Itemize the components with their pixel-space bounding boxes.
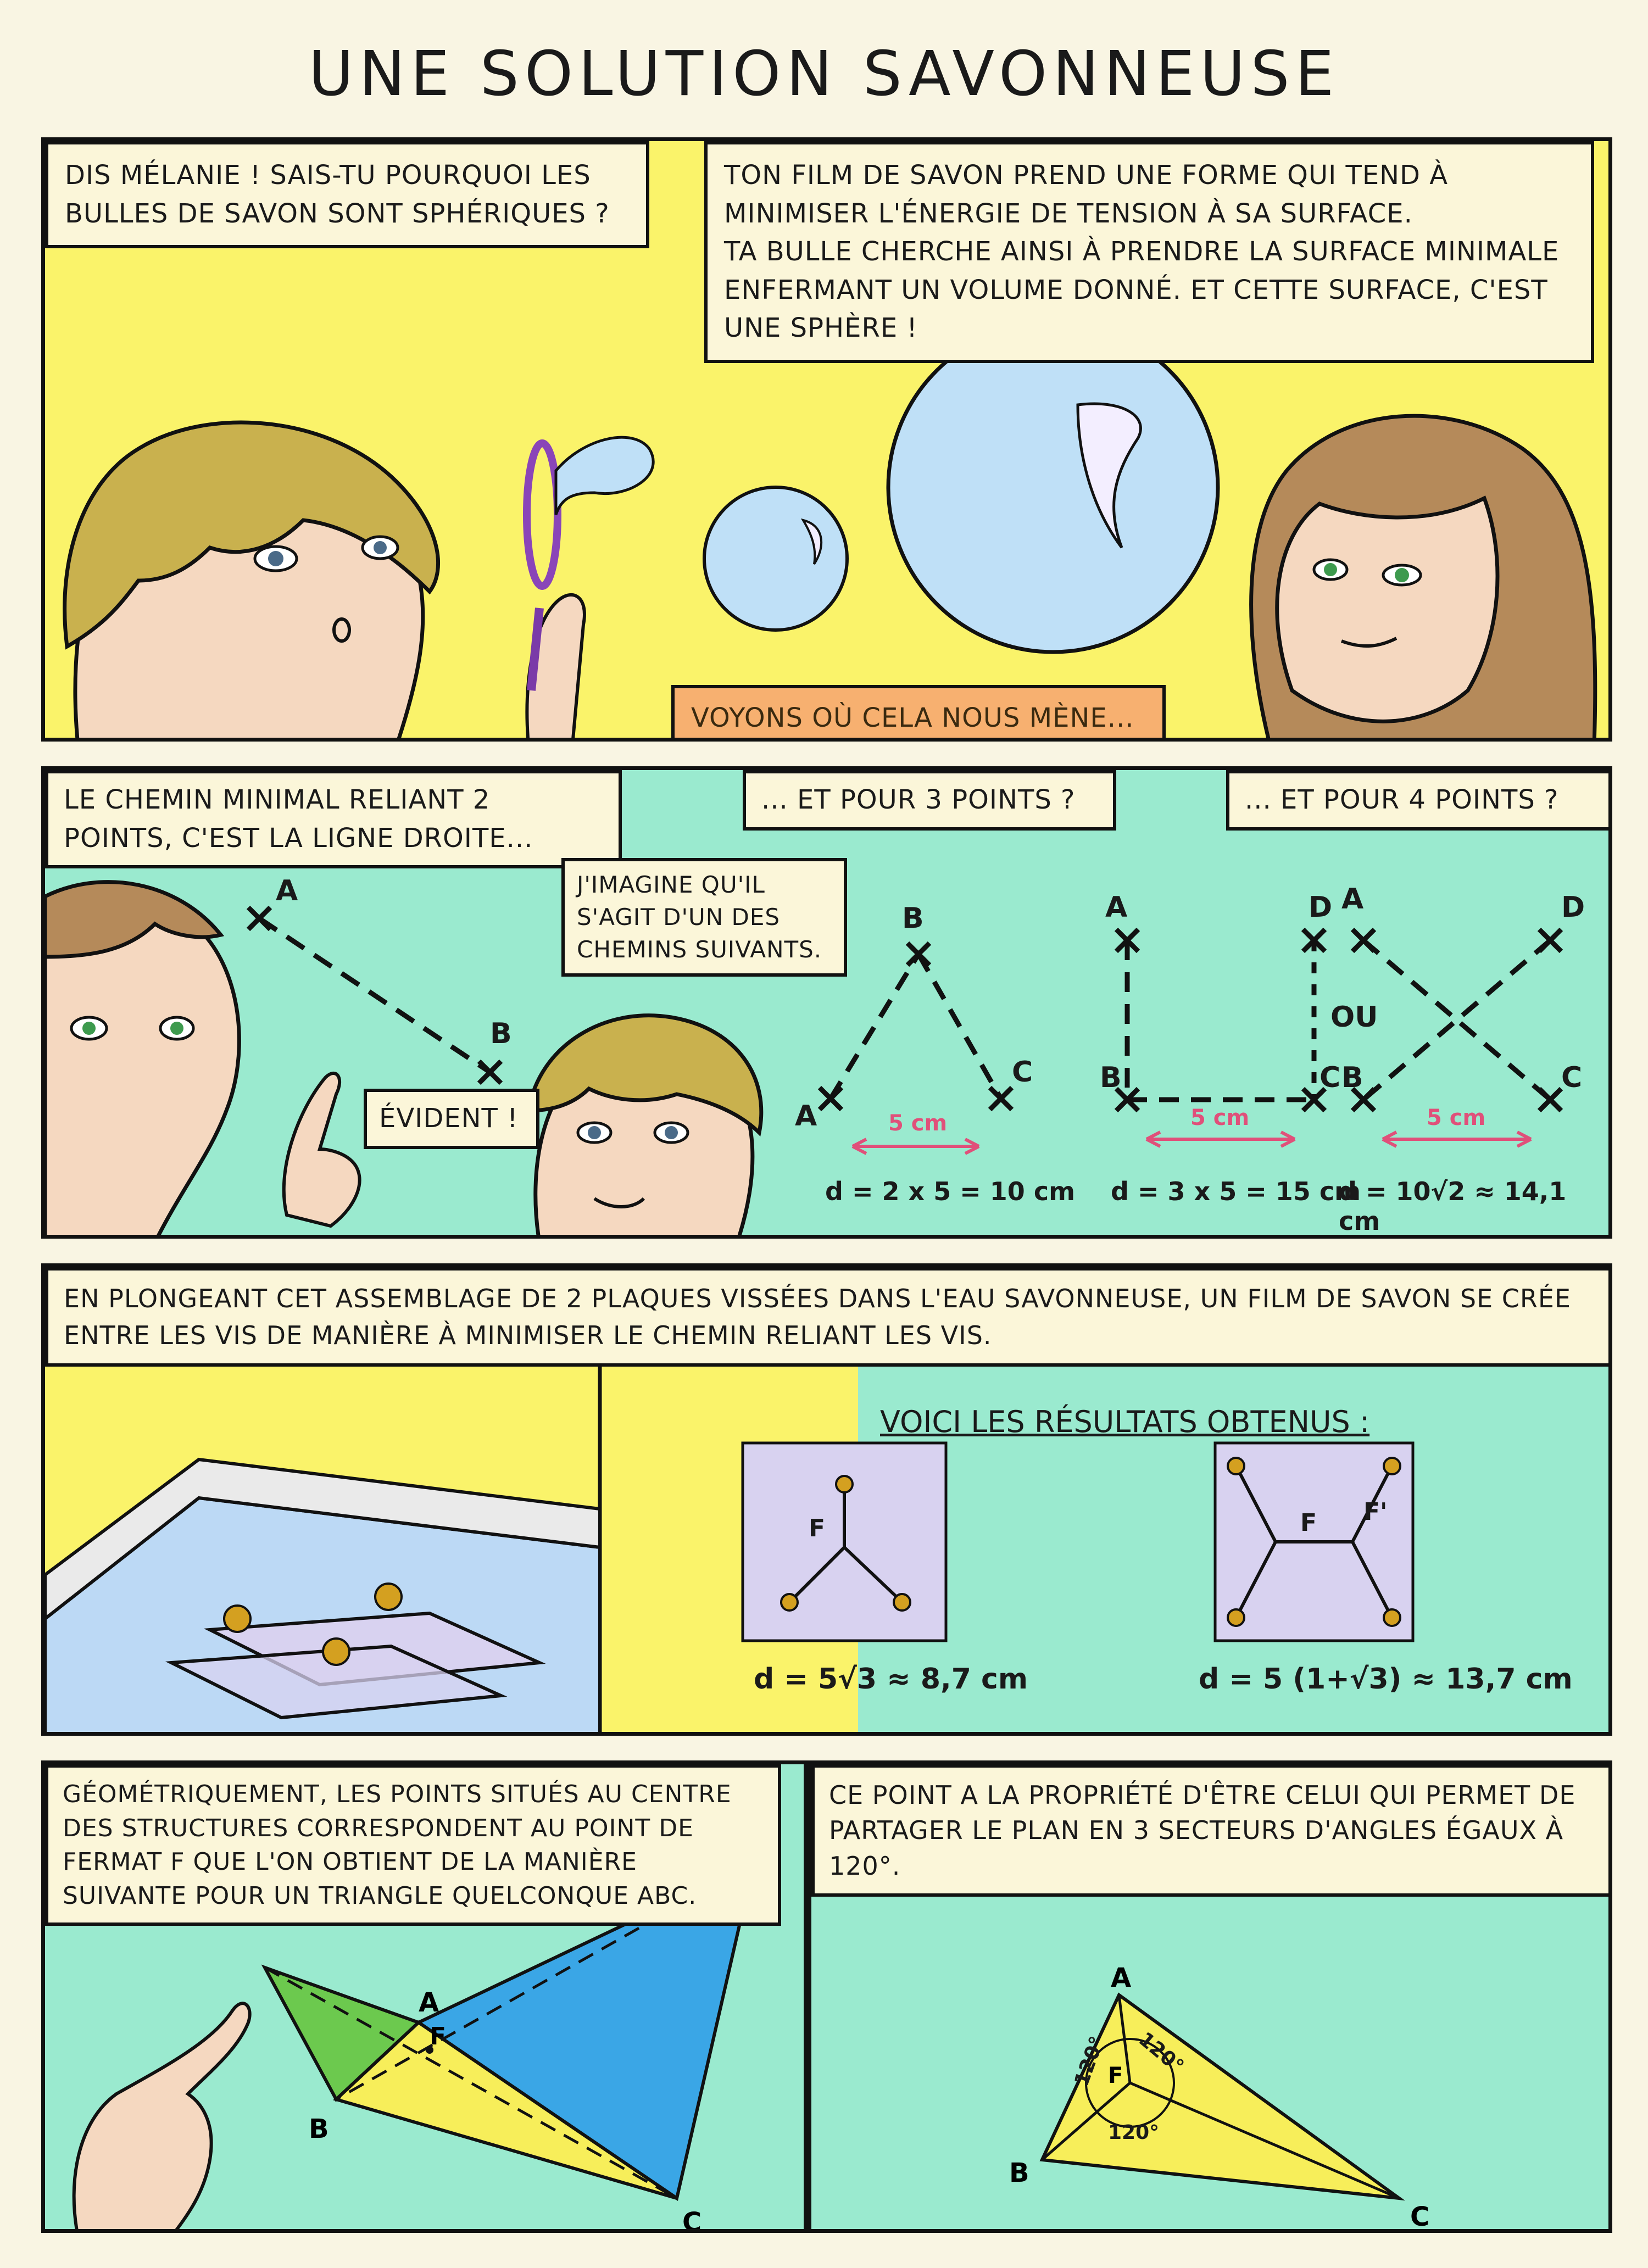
result-three-screws — [741, 1441, 948, 1642]
boy-figure-2 — [526, 1013, 764, 1235]
fermat-label-4b: F' — [1363, 1498, 1388, 1526]
formula-u: d = 3 x 5 = 15 cm — [1111, 1177, 1361, 1206]
vertex-b-label-2: B — [1009, 2158, 1029, 2188]
vertex-a-label-2: A — [1111, 1963, 1131, 1993]
point-b-tri: B — [902, 902, 924, 935]
soap-film-caption: EN PLONGEANT CET ASSEMBLAGE DE 2 PLAQUES… — [45, 1267, 1608, 1367]
length-label-u: 5 cm — [1190, 1105, 1250, 1130]
page-title: UNE SOLUTION SAVONNEUSE — [308, 38, 1340, 110]
boy-figure — [63, 420, 586, 738]
point-a-x: A — [1341, 883, 1364, 916]
panel-bubbles: DIS MÉLANIE ! SAIS-TU POURQUOI LES BULLE… — [41, 137, 1612, 742]
speech-bubble-girl-line-1: TON FILM DE SAVON PREND UNE FORME QUI TE… — [724, 160, 1449, 229]
speech-bubble-2points: LE CHEMIN MINIMAL RELIANT 2 POINTS, C'ES… — [45, 770, 622, 869]
speech-bubble-girl: TON FILM DE SAVON PREND UNE FORME QUI TE… — [704, 141, 1594, 363]
fermat-construction-art: A B C F — [72, 1860, 756, 2233]
vertex-a-label: A — [419, 1987, 439, 2018]
u-path — [1114, 927, 1327, 1148]
fermat-point-label-2: F — [1108, 2063, 1123, 2088]
fermat-label-4a: F — [1300, 1509, 1317, 1537]
formula-triangle: d = 2 x 5 = 10 cm — [825, 1177, 1076, 1206]
speech-bubble-evident: ÉVIDENT ! — [364, 1089, 539, 1149]
fermat-triangles — [261, 1860, 756, 2201]
point-b-2seg: B — [490, 1017, 512, 1050]
panel-paths: LE CHEMIN MINIMAL RELIANT 2 POINTS, C'ES… — [41, 766, 1612, 1239]
vertex-b-label: B — [309, 2114, 329, 2144]
fermat-point-label: F — [430, 2022, 446, 2050]
point-c-tri: C — [1012, 1056, 1033, 1089]
length-label-x: 5 cm — [1427, 1105, 1486, 1130]
results-title: VOICI LES RÉSULTATS OBTENUS : — [880, 1405, 1370, 1439]
point-d-x: D — [1561, 891, 1585, 924]
angle-label-bottom: 120° — [1108, 2121, 1160, 2144]
point-a-u: A — [1105, 891, 1128, 924]
girl-figure-2 — [45, 880, 361, 1235]
formula-4-screws: d = 5 (1+√3) ≈ 13,7 cm — [1199, 1663, 1573, 1696]
triangle-path — [817, 941, 1014, 1155]
panel-120-degrees: A B C F 120° 120° 120° CE POINT A LA PRO… — [808, 1760, 1612, 2233]
point-a-2seg: A — [276, 874, 298, 907]
pointing-hand — [72, 2002, 252, 2229]
result-four-screws — [1213, 1441, 1415, 1642]
girl-figure — [1249, 414, 1597, 738]
narration-caption: VOYONS OÙ CELA NOUS MÈNE... — [671, 685, 1166, 738]
speech-bubble-girl-line-2: TA BULLE CHERCHE AINSI À PRENDRE LA SURF… — [724, 236, 1560, 344]
panel-soap-film-art — [45, 1355, 1415, 1732]
speech-bubble-boy: DIS MÉLANIE ! SAIS-TU POURQUOI LES BULLE… — [45, 141, 649, 249]
panel-paths-art — [45, 880, 1563, 1235]
point-c-x: C — [1561, 1061, 1583, 1094]
point-c-u: C — [1319, 1061, 1341, 1094]
speech-bubble-4points: ... ET POUR 4 POINTS ? — [1226, 770, 1608, 831]
bubble-wand — [523, 436, 655, 691]
two-point-path — [246, 905, 503, 1085]
panel-bubbles-art — [63, 320, 1597, 738]
length-label-tri: 5 cm — [888, 1111, 948, 1136]
vertex-c-label: C — [682, 2207, 701, 2233]
speech-bubble-guess: J'IMAGINE QU'IL S'AGIT D'UN DES CHEMINS … — [561, 858, 847, 977]
fermat-caption: GÉOMÉTRIQUEMENT, LES POINTS SITUÉS AU CE… — [45, 1764, 781, 1926]
angles-art: A B C F — [1009, 1963, 1429, 2232]
soap-bubbles — [703, 320, 1220, 654]
fermat-label-3: F — [809, 1514, 826, 1542]
water-tub — [45, 1457, 602, 1732]
panel-soap-film: EN PLONGEANT CET ASSEMBLAGE DE 2 PLAQUES… — [41, 1263, 1612, 1736]
angles-caption: CE POINT A LA PROPRIÉTÉ D'ÊTRE CELUI QUI… — [811, 1764, 1608, 1897]
point-d-u: D — [1309, 891, 1333, 924]
point-a-tri: A — [795, 1100, 817, 1133]
x-path — [1350, 927, 1563, 1148]
vertex-c-label-2: C — [1410, 2202, 1429, 2232]
panel-fermat-construction: A B C F GÉOMÉTRIQUEMENT, LES POINTS SITU… — [41, 1760, 808, 2233]
formula-3-screws: d = 5√3 ≈ 8,7 cm — [754, 1663, 1028, 1696]
point-b-x: B — [1341, 1061, 1363, 1094]
speech-bubble-3points: ... ET POUR 3 POINTS ? — [743, 770, 1116, 831]
formula-x: d = 10√2 ≈ 14,1 cm — [1339, 1177, 1567, 1236]
point-b-u: B — [1100, 1061, 1122, 1094]
or-label: OU — [1330, 1001, 1378, 1034]
